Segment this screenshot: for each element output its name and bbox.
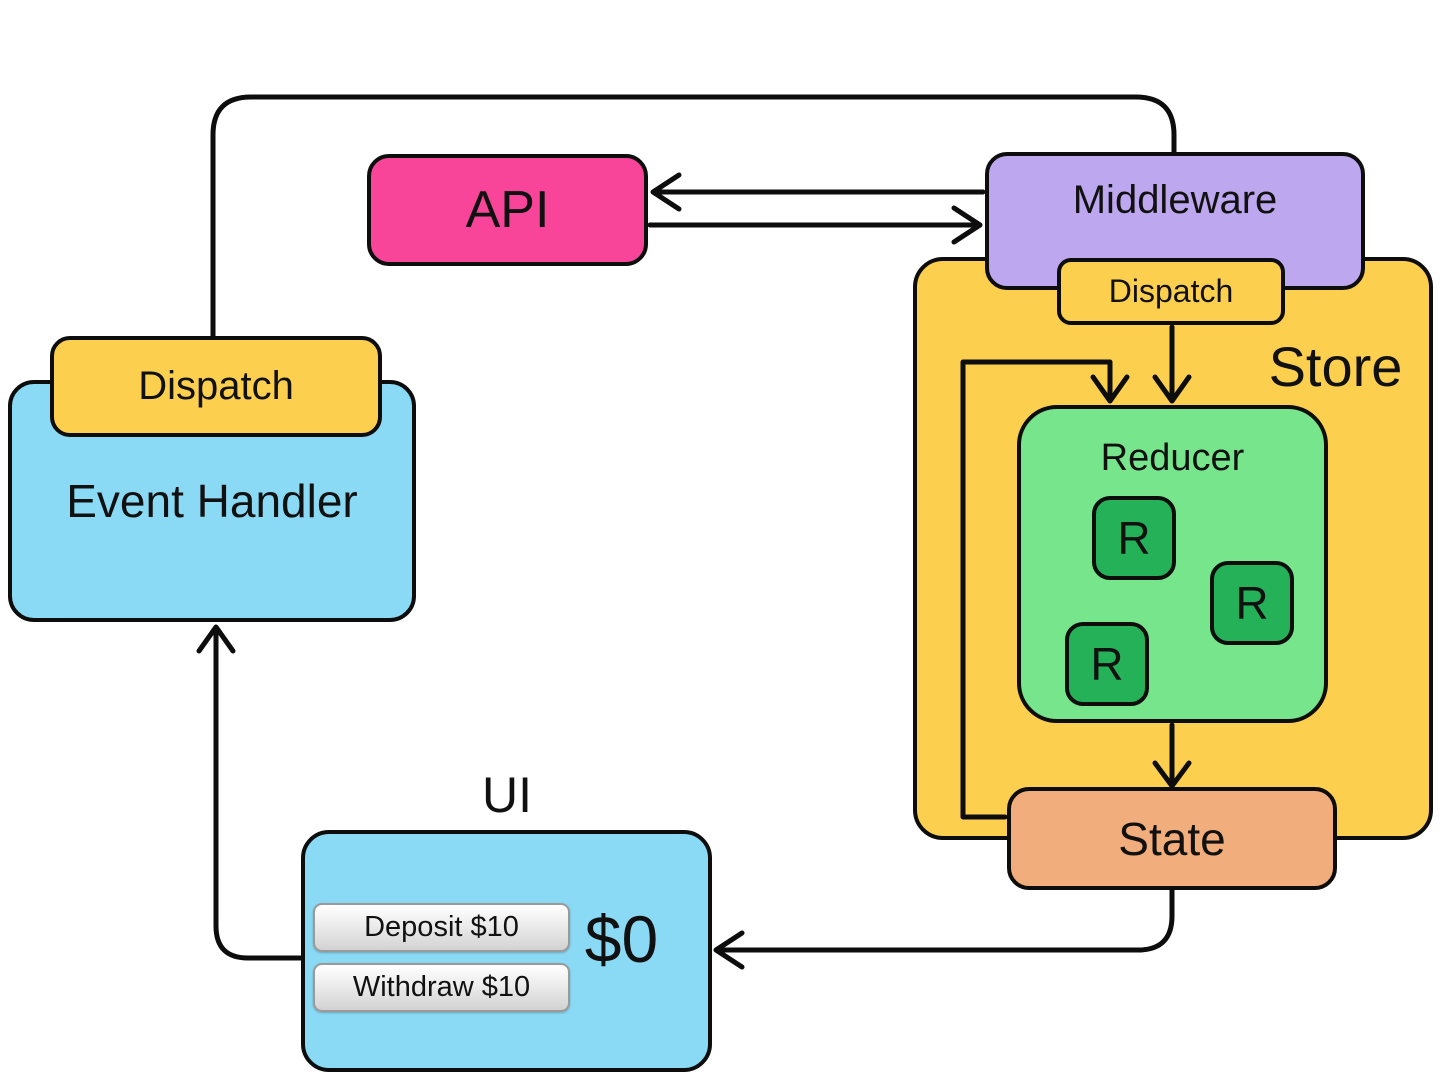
state-label: State [1118, 812, 1226, 865]
withdraw-button-label: Withdraw $10 [352, 971, 531, 1003]
store-dispatch-label: Dispatch [1108, 273, 1234, 309]
arrow-state-to-reducer-loop [960, 359, 1130, 820]
event-handler-dispatch-label: Dispatch [138, 364, 294, 408]
ui-label: UI [482, 767, 532, 823]
arrow-middleware-to-api [650, 172, 986, 212]
reducer-unit-label: R [1235, 577, 1269, 629]
reducer-unit: R [1065, 622, 1149, 706]
event-handler-label: Event Handler [66, 475, 358, 527]
withdraw-button[interactable]: Withdraw $10 [313, 963, 570, 1012]
event-handler-dispatch-box: Dispatch [50, 336, 382, 437]
arrow-dispatch-to-middleware [210, 94, 1177, 339]
balance-label: $0 [584, 902, 659, 976]
api-label: API [465, 181, 550, 239]
arrow-state-to-ui [713, 887, 1175, 970]
arrow-api-to-middleware [647, 205, 983, 245]
event-handler-box: Event Handler [8, 380, 416, 622]
reducer-label: Reducer [1100, 437, 1245, 479]
arrow-ui-to-event-handler [196, 624, 306, 961]
api-box: API [367, 154, 648, 266]
deposit-button[interactable]: Deposit $10 [313, 903, 570, 952]
deposit-button-label: Deposit $10 [364, 911, 519, 943]
arrow-dispatch-to-reducer [1152, 324, 1192, 404]
middleware-label: Middleware [1072, 178, 1278, 222]
store-label: Store [1268, 335, 1403, 398]
store-dispatch-box: Dispatch [1057, 258, 1285, 325]
arrow-reducer-to-state [1152, 722, 1192, 789]
reducer-unit-label: R [1090, 638, 1124, 690]
reducer-unit-label: R [1117, 512, 1151, 564]
state-box: State [1007, 787, 1337, 890]
reducer-unit: R [1092, 496, 1176, 580]
reducer-unit: R [1210, 561, 1294, 645]
